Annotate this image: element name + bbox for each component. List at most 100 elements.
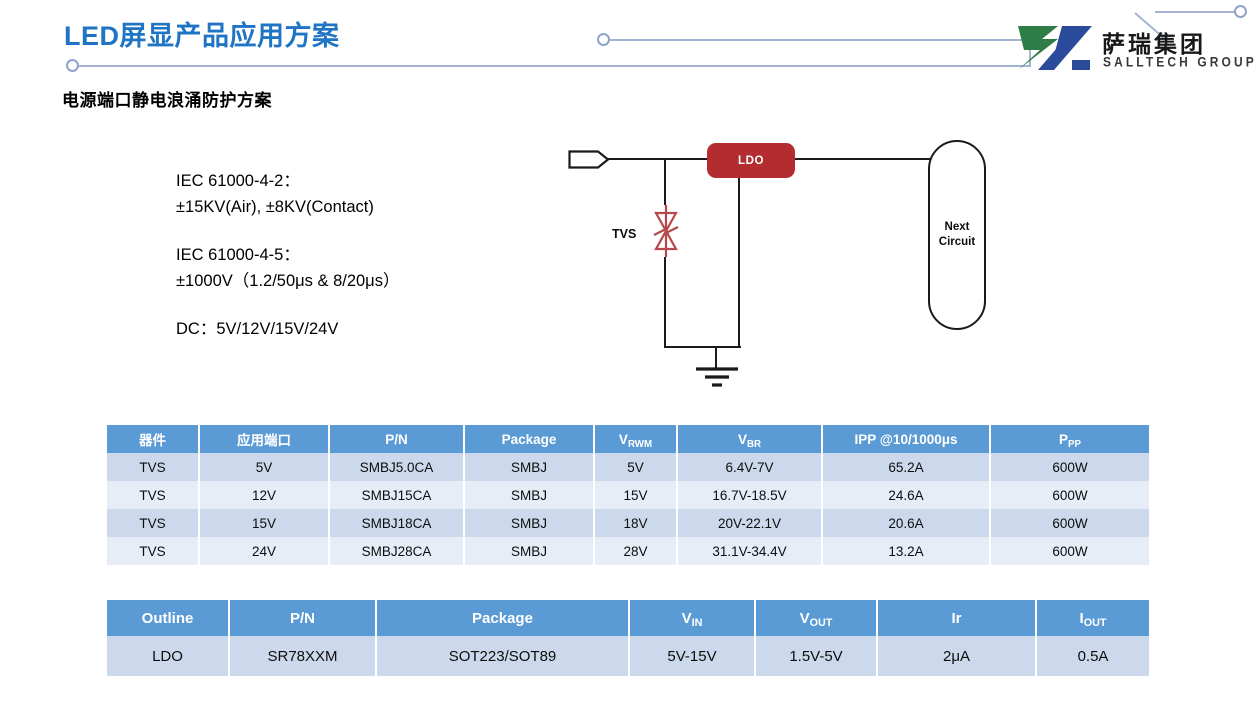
tvs-diode-icon bbox=[653, 205, 679, 257]
cell-ipp: 13.2A bbox=[822, 537, 991, 565]
circuit-diagram: LDO Next Circuit TVS bbox=[550, 130, 1020, 387]
ldo-col-outline: Outline bbox=[107, 600, 230, 636]
ldo-table-header-row: Outline P/N Package VIN VOUT Ir IOUT bbox=[107, 600, 1149, 636]
tvs-col-ipp: IPP @10/1000μs bbox=[822, 425, 991, 453]
cell-ipp: 65.2A bbox=[822, 453, 991, 481]
cell-ppp: 600W bbox=[990, 509, 1149, 537]
ldo-col-pn: P/N bbox=[229, 600, 377, 636]
cell-package: SMBJ bbox=[464, 509, 595, 537]
ldo-col-iout: IOUT bbox=[1036, 600, 1149, 636]
ldo-col-ir: Ir bbox=[877, 600, 1037, 636]
cell-vbr: 31.1V-34.4V bbox=[677, 537, 823, 565]
decoration-top-circle bbox=[1234, 5, 1247, 18]
cell-vrwm: 18V bbox=[594, 509, 678, 537]
ldo-col-vout: VOUT bbox=[755, 600, 878, 636]
ldo-block-label: LDO bbox=[737, 154, 765, 167]
spec-line-dc-voltages: DC：5V/12V/15V/24V bbox=[176, 320, 339, 338]
decoration-top-line bbox=[1155, 11, 1237, 13]
tvs-col-vbr: VBR bbox=[677, 425, 823, 453]
cell-ppp: 600W bbox=[990, 453, 1149, 481]
wire-ground-rail bbox=[664, 346, 741, 349]
cell-vrwm: 15V bbox=[594, 481, 678, 509]
ground-symbol-icon bbox=[696, 367, 738, 387]
tvs-col-ppp: PPP bbox=[990, 425, 1149, 453]
wire-node-to-tvs bbox=[664, 158, 667, 205]
tvs-col-package: Package bbox=[464, 425, 595, 453]
cell-port: 5V bbox=[199, 453, 330, 481]
tvs-parameter-table: 器件 应用端口 P/N Package VRWM VBR IPP @10/100… bbox=[107, 425, 1149, 565]
cell-ipp: 20.6A bbox=[822, 509, 991, 537]
tvs-col-port: 应用端口 bbox=[199, 425, 330, 453]
cell-device: TVS bbox=[107, 509, 200, 537]
cell-vrwm: 5V bbox=[594, 453, 678, 481]
next-circuit-block: Next Circuit bbox=[928, 140, 986, 330]
cell-port: 12V bbox=[199, 481, 330, 509]
spec-spacer-1 bbox=[176, 220, 399, 242]
wire-ldo-to-next-circuit bbox=[795, 158, 930, 161]
tvs-label: TVS bbox=[612, 227, 637, 241]
spec-line-iec-61000-4-5: IEC 61000-4-5： bbox=[176, 246, 300, 264]
cell-ppp: 600W bbox=[990, 481, 1149, 509]
decoration-middle-line bbox=[605, 39, 1030, 41]
input-connector-icon bbox=[568, 150, 610, 169]
cell-vbr: 6.4V-7V bbox=[677, 453, 823, 481]
decoration-connector-line bbox=[1029, 40, 1031, 66]
cell-pn: SR78XXM bbox=[229, 636, 377, 676]
cell-outline: LDO bbox=[107, 636, 230, 676]
cell-iout: 0.5A bbox=[1036, 636, 1149, 676]
spec-spacer-2 bbox=[176, 294, 399, 316]
tvs-table-header-row: 器件 应用端口 P/N Package VRWM VBR IPP @10/100… bbox=[107, 425, 1149, 453]
cell-package: SMBJ bbox=[464, 537, 595, 565]
ldo-parameter-table: Outline P/N Package VIN VOUT Ir IOUT LDO… bbox=[107, 600, 1149, 676]
cell-pn: SMBJ5.0CA bbox=[329, 453, 465, 481]
section-subtitle: 电源端口静电浪涌防护方案 bbox=[62, 91, 272, 110]
cell-package: SOT223/SOT89 bbox=[376, 636, 630, 676]
cell-pn: SMBJ28CA bbox=[329, 537, 465, 565]
wire-input-to-node bbox=[607, 158, 740, 161]
cell-port: 15V bbox=[199, 509, 330, 537]
cell-pn: SMBJ18CA bbox=[329, 509, 465, 537]
logo-chinese-name: 萨瑞集团 bbox=[1102, 31, 1206, 57]
tvs-col-device: 器件 bbox=[107, 425, 200, 453]
cell-package: SMBJ bbox=[464, 453, 595, 481]
page-header: LED屏显产品应用方案 萨瑞集团 SALLTECH GROUP bbox=[0, 0, 1255, 90]
cell-vbr: 16.7V-18.5V bbox=[677, 481, 823, 509]
cell-ipp: 24.6A bbox=[822, 481, 991, 509]
ldo-col-package: Package bbox=[376, 600, 630, 636]
spec-line-esd-values: ±15KV(Air), ±8KV(Contact) bbox=[176, 198, 374, 216]
cell-package: SMBJ bbox=[464, 481, 595, 509]
company-logo: 萨瑞集团 SALLTECH GROUP bbox=[1014, 24, 1254, 74]
wire-ground-stub bbox=[715, 346, 718, 368]
specification-text-block: IEC 61000-4-2： ±15KV(Air), ±8KV(Contact)… bbox=[176, 168, 399, 342]
cell-ir: 2μA bbox=[877, 636, 1037, 676]
cell-vin: 5V-15V bbox=[629, 636, 756, 676]
page-title: LED屏显产品应用方案 bbox=[64, 21, 340, 51]
ldo-col-vin: VIN bbox=[629, 600, 756, 636]
cell-vbr: 20V-22.1V bbox=[677, 509, 823, 537]
decoration-middle-circle-left bbox=[597, 33, 610, 46]
cell-ppp: 600W bbox=[990, 537, 1149, 565]
spec-line-surge-values: ±1000V（1.2/50μs & 8/20μs） bbox=[176, 272, 400, 290]
cell-pn: SMBJ15CA bbox=[329, 481, 465, 509]
spec-line-iec-61000-4-2: IEC 61000-4-2： bbox=[176, 172, 300, 190]
logo-english-name: SALLTECH GROUP bbox=[1103, 54, 1255, 70]
ldo-table-header: Outline P/N Package VIN VOUT Ir IOUT bbox=[107, 600, 1149, 636]
tvs-col-vrwm: VRWM bbox=[594, 425, 678, 453]
ldo-block: LDO bbox=[707, 143, 795, 178]
tvs-table-header: 器件 应用端口 P/N Package VRWM VBR IPP @10/100… bbox=[107, 425, 1149, 453]
cell-device: TVS bbox=[107, 537, 200, 565]
wire-tvs-to-ground-rail bbox=[664, 257, 667, 348]
tvs-col-pn: P/N bbox=[329, 425, 465, 453]
cell-device: TVS bbox=[107, 453, 200, 481]
salltech-logo-mark-icon bbox=[1018, 26, 1092, 70]
cell-device: TVS bbox=[107, 481, 200, 509]
cell-port: 24V bbox=[199, 537, 330, 565]
wire-ldo-to-ground-rail bbox=[738, 178, 741, 348]
